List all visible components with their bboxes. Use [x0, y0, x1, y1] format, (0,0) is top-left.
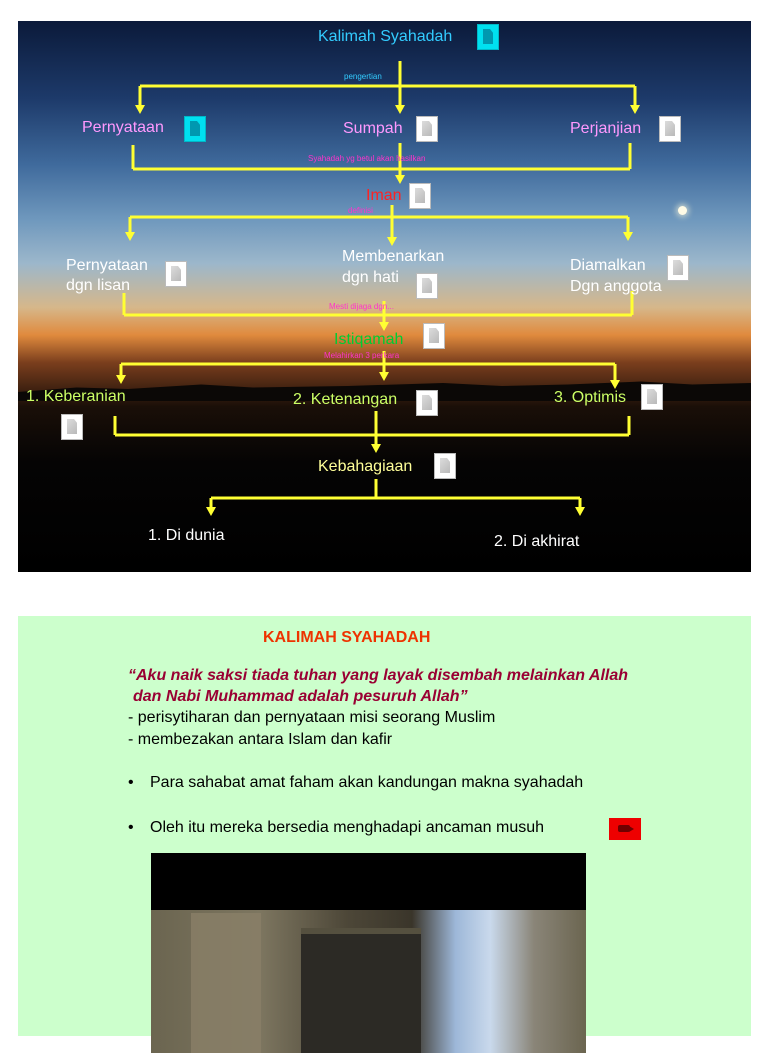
document-icon[interactable] — [423, 323, 445, 349]
node-akhirat: 2. Di akhirat — [494, 533, 579, 551]
bullet-marker: • — [128, 819, 134, 837]
arrowhead — [379, 372, 389, 381]
document-icon[interactable] — [641, 384, 663, 410]
quote-line-1: “Aku naik saksi tiada tuhan yang layak d… — [128, 665, 628, 686]
node-sumpah: Sumpah — [343, 120, 403, 138]
bullet-2: Oleh itu mereka bersedia menghadapi anca… — [150, 819, 544, 837]
arrowhead — [379, 322, 389, 331]
edge-label-melahirkan: Melahirkan 3 perkara — [324, 351, 399, 360]
document-icon[interactable] — [667, 255, 689, 281]
node-anggota-line2: Dgn anggota — [570, 278, 662, 296]
bullet-marker: • — [128, 774, 134, 792]
arrowhead — [206, 507, 216, 516]
edge-label-definisi: definisi — [348, 206, 373, 215]
document-icon[interactable] — [184, 116, 206, 142]
arrowhead — [395, 105, 405, 114]
node-istiqamah: Istiqamah — [334, 331, 403, 349]
edge-label-syahadah: Syahadah yg betul akan hasilkan — [308, 154, 425, 163]
arrowhead — [387, 237, 397, 246]
node-optimis: 3. Optimis — [554, 389, 626, 407]
document-icon[interactable] — [659, 116, 681, 142]
node-pernyataan: Pernyataan — [82, 119, 164, 137]
node-hati-line1: Membenarkan — [342, 248, 444, 266]
node-hati-line2: dgn hati — [342, 269, 399, 287]
node-anggota-line1: Diamalkan — [570, 257, 646, 275]
node-keberanian: 1. Keberanian — [26, 388, 126, 406]
arrowhead — [575, 507, 585, 516]
diagram-slide: Kalimah Syahadah pengertian Pernyataan S… — [18, 21, 751, 572]
arrowhead — [116, 375, 126, 384]
document-icon[interactable] — [416, 390, 438, 416]
arrowhead — [623, 232, 633, 241]
video-player[interactable] — [151, 853, 586, 1053]
document-icon[interactable] — [434, 453, 456, 479]
node-dunia: 1. Di dunia — [148, 527, 225, 545]
video-icon[interactable] — [609, 818, 641, 840]
arrowhead — [125, 232, 135, 241]
node-iman: Iman — [366, 187, 402, 205]
video-scene-wall — [301, 928, 421, 1053]
node-kebahagiaan: Kebahagiaan — [318, 458, 412, 476]
document-icon[interactable] — [416, 273, 438, 299]
point-1: - perisytiharan dan pernyataan misi seor… — [128, 709, 495, 727]
arrowhead — [135, 105, 145, 114]
slide-heading: KALIMAH SYAHADAH — [263, 629, 430, 647]
video-scene-tower — [191, 913, 261, 1053]
node-lisan-line2: dgn lisan — [66, 277, 130, 295]
bullet-1: Para sahabat amat faham akan kandungan m… — [150, 774, 583, 792]
diagram-connectors — [18, 21, 751, 572]
diagram-title: Kalimah Syahadah — [318, 28, 452, 46]
syahadah-slide: KALIMAH SYAHADAH “Aku naik saksi tiada t… — [18, 616, 751, 1036]
document-icon[interactable] — [61, 414, 83, 440]
arrowhead — [610, 380, 620, 389]
point-2: - membezakan antara Islam dan kafir — [128, 731, 392, 749]
node-ketenangan: 2. Ketenangan — [293, 391, 397, 409]
node-lisan-line1: Pernyataan — [66, 257, 148, 275]
document-icon[interactable] — [477, 24, 499, 50]
document-icon[interactable] — [165, 261, 187, 287]
document-icon[interactable] — [409, 183, 431, 209]
edge-label-mesti: Mesti dijaga dgn... — [329, 302, 394, 311]
document-icon[interactable] — [416, 116, 438, 142]
quote-line-2: dan Nabi Muhammad adalah pesuruh Allah” — [133, 686, 468, 707]
arrowhead — [630, 105, 640, 114]
edge-label-pengertian: pengertian — [344, 72, 382, 81]
arrowhead — [371, 444, 381, 453]
arrowhead — [395, 175, 405, 184]
node-perjanjian: Perjanjian — [570, 120, 641, 138]
